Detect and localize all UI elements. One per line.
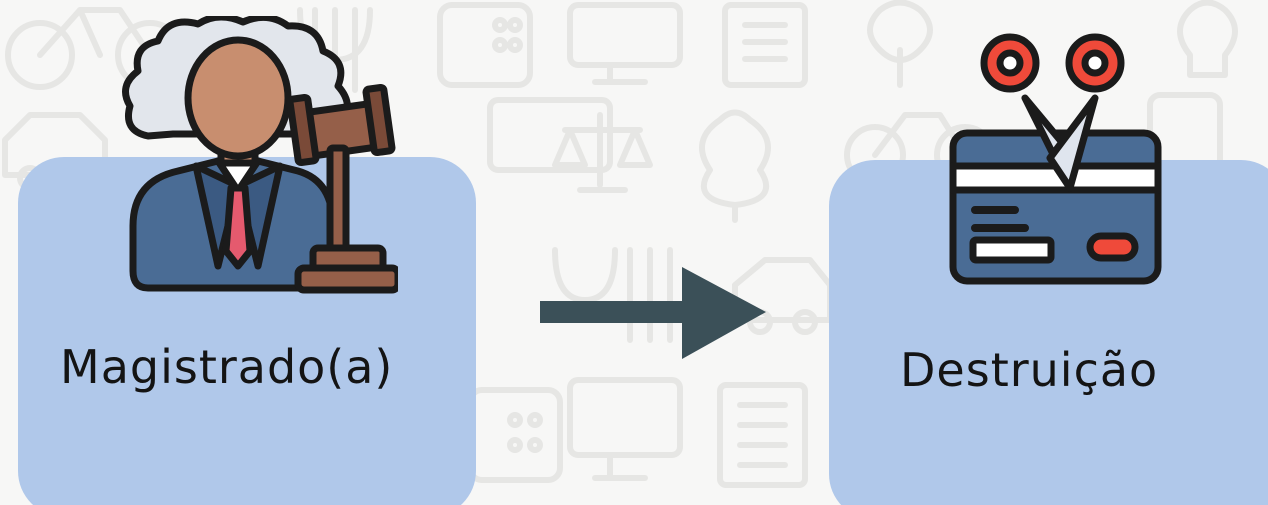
document-outline-icon xyxy=(722,2,808,88)
calculator-outline-icon xyxy=(437,2,533,88)
monitor-outline-icon xyxy=(567,2,683,85)
utensils-outline-icon-2 xyxy=(552,247,673,343)
monitor-outline-icon-2 xyxy=(567,377,683,481)
node-destruicao-label: Destruição xyxy=(900,343,1159,397)
judge-with-gavel-icon xyxy=(122,16,398,294)
flow-arrow-shaft xyxy=(540,301,690,323)
tree-outline-icon xyxy=(867,0,933,88)
tree-outline-icon-2 xyxy=(699,109,771,223)
document-outline-icon-2 xyxy=(717,382,808,488)
calculator-outline-icon-2 xyxy=(467,387,563,483)
scissors-cutting-card-icon xyxy=(949,33,1162,285)
flow-arrow xyxy=(540,267,766,359)
node-magistrado-label: Magistrado(a) xyxy=(60,340,394,394)
lightbulb-outline-icon xyxy=(1177,0,1238,78)
computer-outline-icon xyxy=(487,97,613,173)
scale-outline-icon xyxy=(552,112,653,193)
flow-arrow-head xyxy=(682,267,766,359)
